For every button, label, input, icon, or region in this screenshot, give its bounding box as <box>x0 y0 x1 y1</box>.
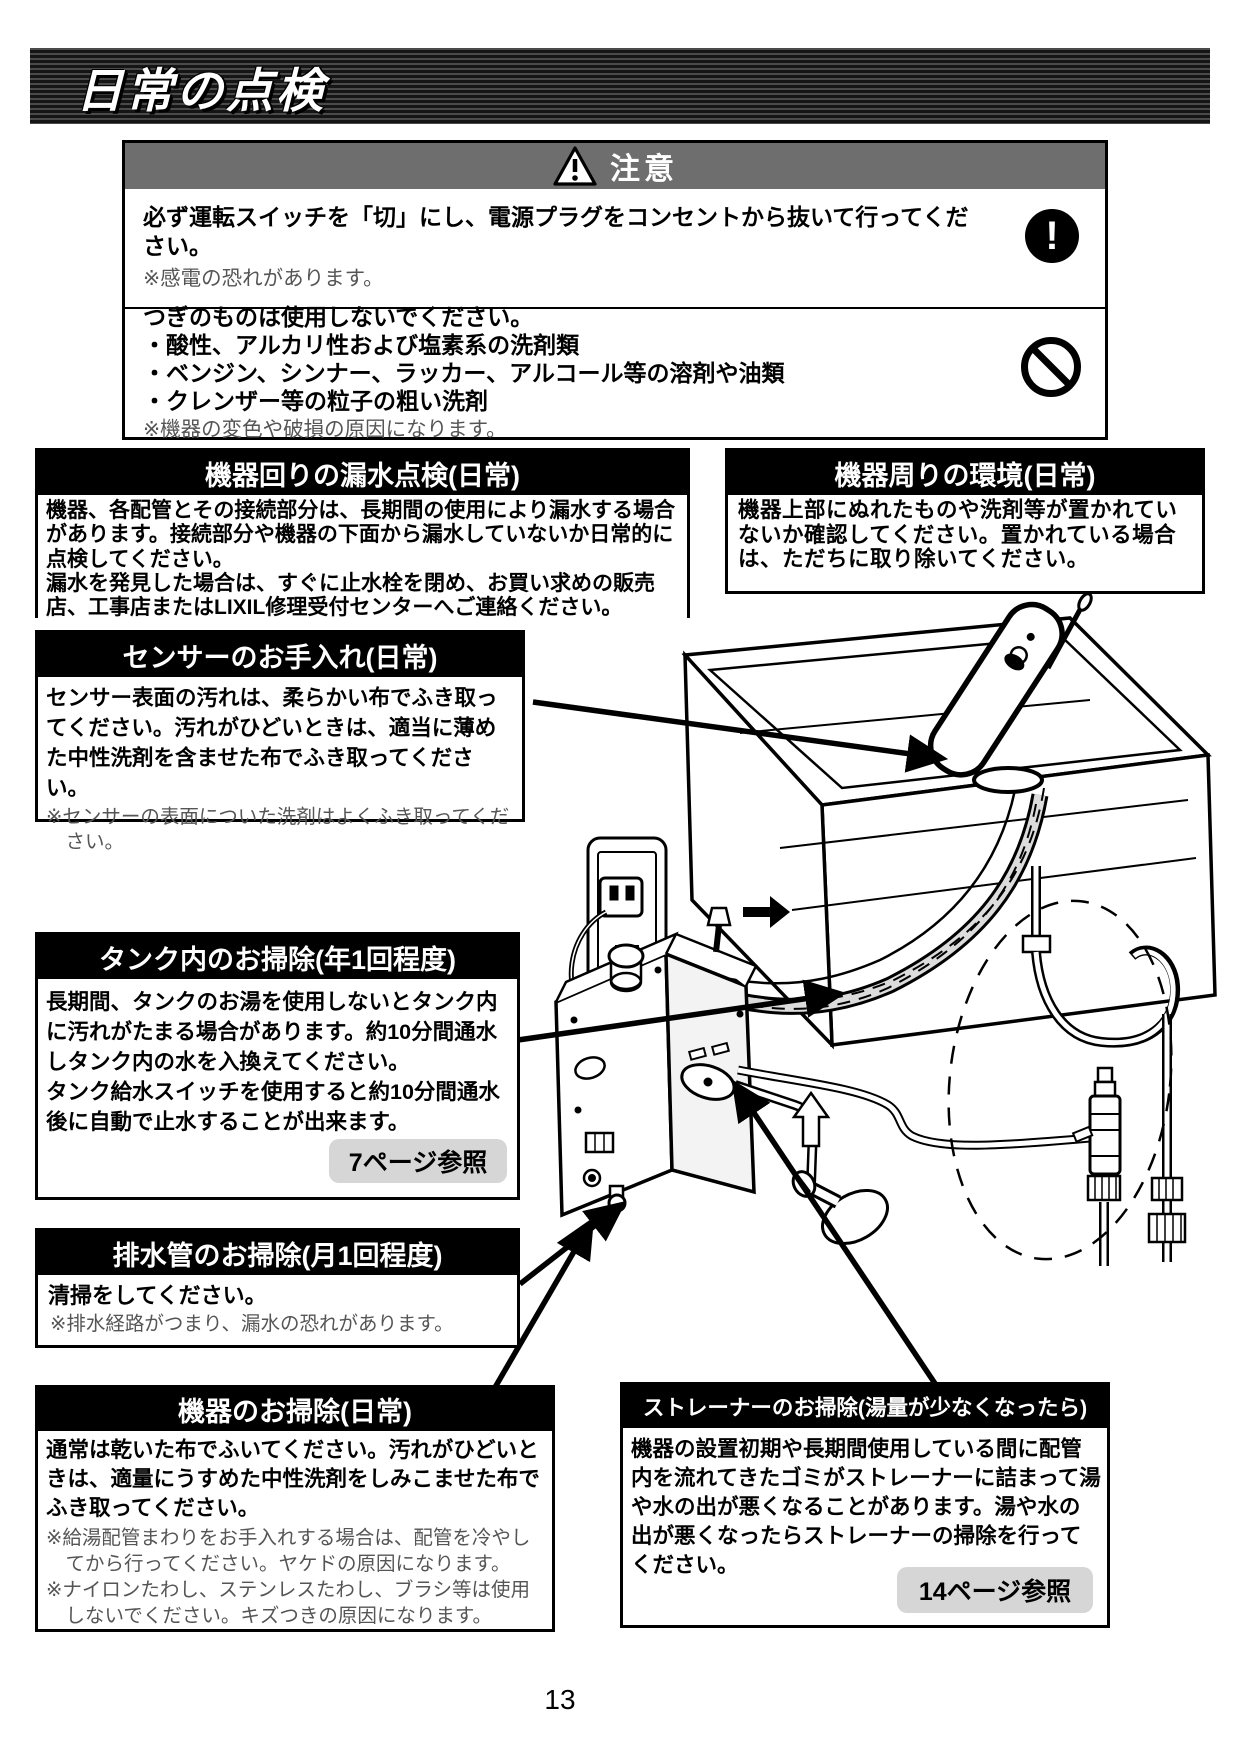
page-ref-7: 7ページ参照 <box>329 1139 507 1183</box>
caution-header: 注意 <box>125 143 1105 189</box>
strainer-valve <box>1071 1066 1122 1266</box>
caution-prohibited-line: ・酸性、アルカリ性および塩素系の洗剤類 <box>143 332 580 358</box>
caution-row-electric: 必ず運転スイッチを「切」にし、電源プラグをコンセントから抜いて行ってください。 … <box>125 189 1105 309</box>
tank-unit <box>554 906 758 1218</box>
section-tank: タンク内のお掃除(年1回程度) 長期間、タンクのお湯を使用しないとタンク内に汚れ… <box>35 932 520 1200</box>
pointer-arrow-sensor <box>532 699 949 773</box>
section-body: 機器、各配管とその接続部分は、長期間の使用により漏水する場合があります。接続部分… <box>38 495 687 621</box>
caution-row-prohibited: つぎのものは使用しないでください。 ・酸性、アルカリ性および塩素系の洗剤類 ・ベ… <box>125 295 1105 441</box>
section-body: センサー表面の汚れは、柔らかい布でふき取ってください。汚れがひどいときは、適当に… <box>38 677 522 803</box>
pointer-arrow-device <box>487 1216 595 1398</box>
prohibition-icon <box>1021 337 1081 397</box>
plumbing-illustration <box>487 592 1217 1398</box>
section-body: 機器上部にぬれたものや洗剤等が置かれていないか確認してください。置かれている場合… <box>728 495 1202 572</box>
flow-arrow-icon <box>743 896 790 928</box>
section-title: センサーのお手入れ(日常) <box>38 633 522 677</box>
sink <box>681 616 1217 1050</box>
section-title: タンク内のお掃除(年1回程度) <box>38 935 517 979</box>
caution-prohibited-line: ・クレンザー等の粒子の粗い洗剤 <box>143 388 488 414</box>
dashed-highlight-ellipse <box>947 899 1173 1261</box>
section-note: ※ナイロンたわし、ステンレスたわし、ブラシ等は使用しないでください。キズつきの原… <box>46 1579 530 1627</box>
section-body: 清掃をしてください。 <box>38 1275 517 1311</box>
section-drain-pipe: 排水管のお掃除(月1回程度) 清掃をしてください。 ※排水経路がつまり、漏水の恐… <box>35 1228 520 1348</box>
warning-triangle-icon <box>553 146 597 186</box>
gauge <box>574 1056 606 1080</box>
page-banner: 日常の点検 <box>30 48 1210 124</box>
caution-prohibited-line: つぎのものは使用しないでください。 <box>143 304 534 330</box>
page-number: 13 <box>544 1684 576 1715</box>
section-note: ※排水経路がつまり、漏水の恐れがあります。 <box>50 1313 454 1335</box>
pointer-arrow-strainer <box>731 1079 941 1390</box>
pointer-arrow-tank <box>517 979 847 1043</box>
page-title: 日常の点検 <box>76 63 326 117</box>
section-body: 長期間、タンクのお湯を使用しないとタンク内に汚れがたまる場合があります。約10分… <box>38 979 517 1137</box>
section-body: 通常は乾いた布でふいてください。汚れがひどいときは、適量にうすめた中性洗剤をしみ… <box>38 1431 552 1523</box>
section-title: ストレーナーのお掃除(湯量が少なくなったら) <box>623 1385 1107 1428</box>
section-title: 機器のお掃除(日常) <box>38 1388 552 1431</box>
caution-prohibited-line: ・ベンジン、シンナー、ラッカー、アルコール等の溶剤や油類 <box>143 360 785 386</box>
section-note: ※給湯配管まわりをお手入れする場合は、配管を冷やしてから行ってください。ヤケドの… <box>46 1527 531 1575</box>
page-ref-14: 14ページ参照 <box>897 1567 1093 1613</box>
power-plug <box>598 876 644 918</box>
switch <box>584 1131 615 1154</box>
section-device-cleaning: 機器のお掃除(日常) 通常は乾いた布でふいてください。汚れがひどいときは、適量に… <box>35 1385 555 1632</box>
section-title: 機器周りの環境(日常) <box>728 451 1202 495</box>
section-environment: 機器周りの環境(日常) 機器上部にぬれたものや洗剤等が置かれていないか確認してく… <box>725 448 1205 594</box>
section-strainer: ストレーナーのお掃除(湯量が少なくなったら) 機器の設置初期や長期間使用している… <box>620 1382 1110 1628</box>
caution-title: 注意 <box>610 153 678 186</box>
pointer-arrow-drain <box>518 1200 627 1287</box>
vacuum-breaker <box>706 906 732 953</box>
section-note: ※センサーの表面についた洗剤はよくふき取ってください。 <box>46 806 510 853</box>
caution-electric-text: 必ず運転スイッチを「切」にし、電源プラグをコンセントから抜いて行ってください。 <box>143 204 969 259</box>
caution-prohibited-note: ※機器の変色や破損の原因になります。 <box>143 418 507 441</box>
valve-handle <box>1071 1125 1094 1143</box>
section-title: 排水管のお掃除(月1回程度) <box>38 1231 517 1275</box>
caution-box: 注意 必ず運転スイッチを「切」にし、電源プラグをコンセントから抜いて行ってくださ… <box>122 140 1108 441</box>
section-sensor: センサーのお手入れ(日常) センサー表面の汚れは、柔らかい布でふき取ってください… <box>35 630 525 853</box>
inlet-elbow <box>607 943 645 993</box>
drain-trap <box>1021 866 1187 1262</box>
supply-pipe <box>737 1065 1091 1150</box>
section-body: 機器の設置初期や長期間使用している間に配管内を流れてきたゴミがストレーナーに詰ま… <box>623 1428 1107 1580</box>
section-leak-check: 機器回りの漏水点検(日常) 機器、各配管とその接続部分は、長期間の使用により漏水… <box>35 448 690 621</box>
sensor-faucet <box>927 592 1093 794</box>
sensor-window <box>1004 653 1025 671</box>
section-title: 機器回りの漏水点検(日常) <box>38 451 687 495</box>
mandatory-icon: ! <box>1025 209 1079 263</box>
up-arrow-icon <box>791 1090 831 1148</box>
caution-electric-note: ※感電の恐れがあります。 <box>143 267 384 290</box>
